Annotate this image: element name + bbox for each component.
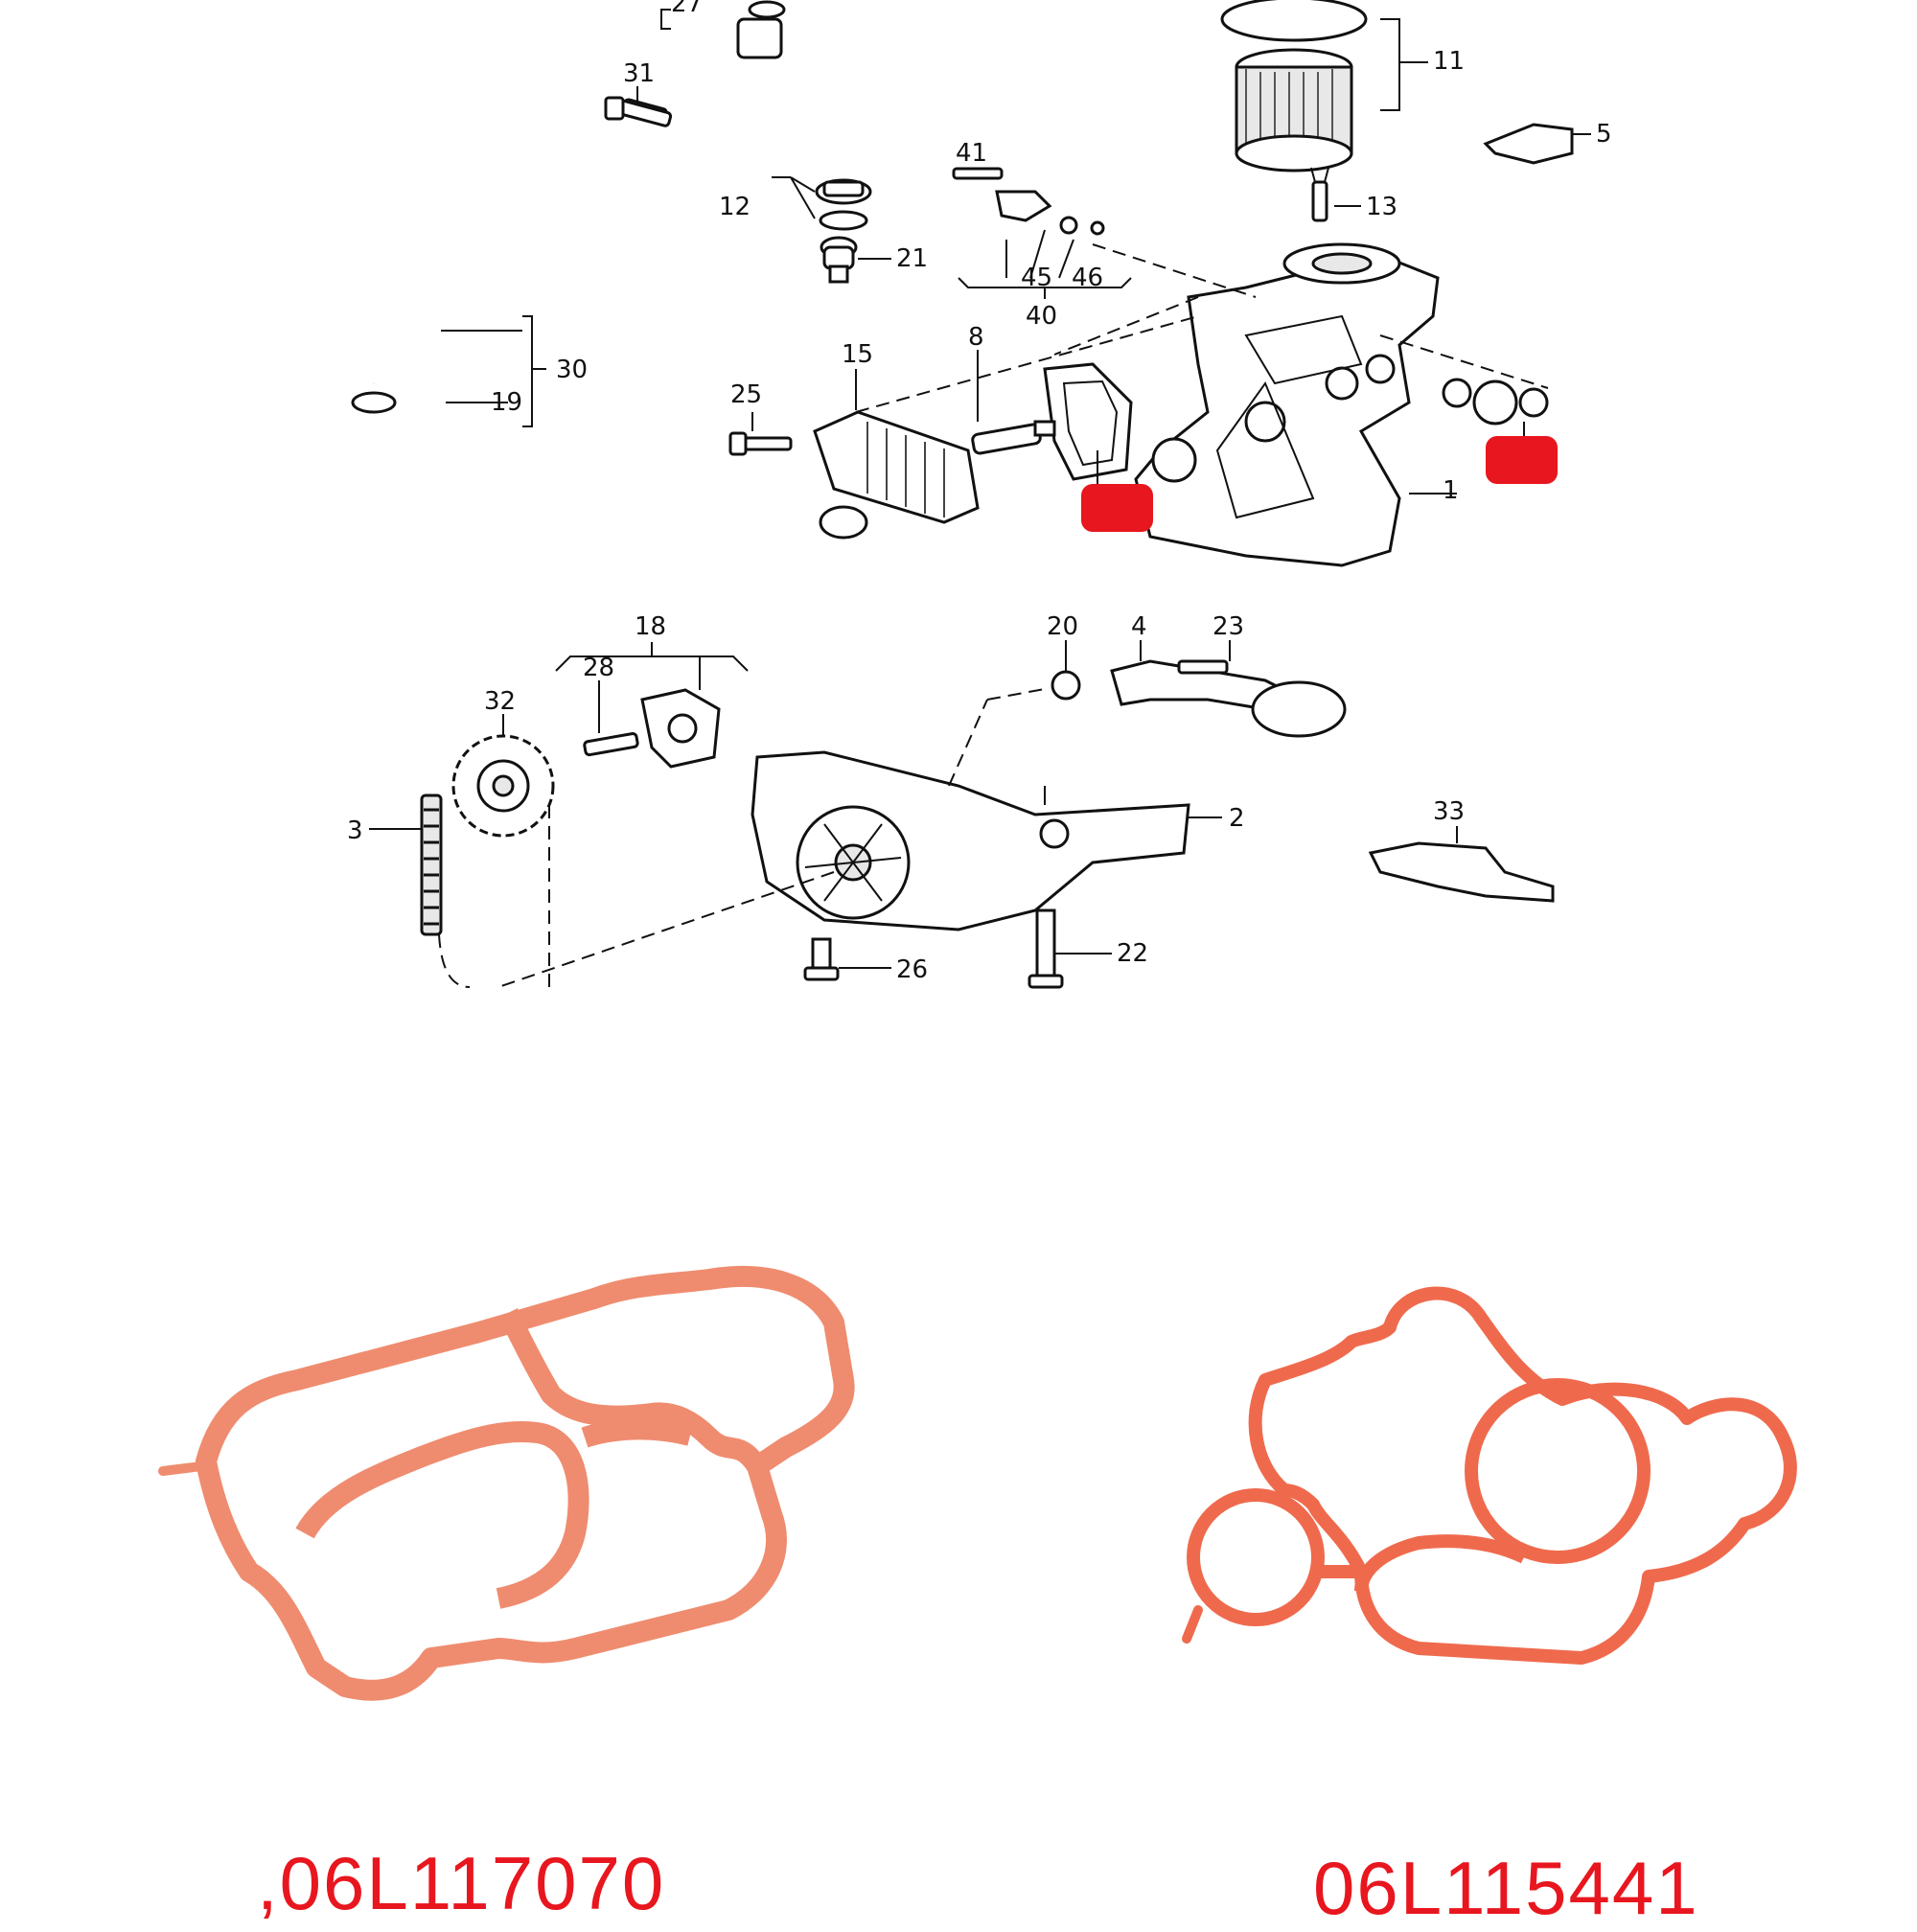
callout-20: 20 [1047,612,1078,641]
callout-22: 22 [1117,939,1148,968]
callout-26: 26 [896,955,928,984]
valve-8 [971,420,1056,455]
gasket-photo-left [158,1266,855,1701]
cap-12 [815,178,872,231]
callout-8: 8 [968,323,984,352]
diagram-gasket-right [1442,378,1549,426]
callout-18: 18 [635,612,666,641]
chain-3 [420,794,443,936]
callout-21: 21 [896,244,928,273]
callout-41: 41 [956,139,987,168]
highlight-marker-left [1081,484,1153,532]
callout-33: 33 [1433,797,1465,826]
callout-25: 25 [730,380,762,409]
callout-28: 28 [583,654,614,682]
bolt-31 [604,96,673,127]
callout-23: 23 [1213,612,1244,641]
bolt-23 [1177,659,1229,675]
callout-19: 19 [491,388,522,417]
callout-15: 15 [842,340,873,369]
oil-filter-11 [1220,0,1368,172]
callout-4: 4 [1131,612,1147,641]
callout-5: 5 [1596,120,1612,149]
callout-46: 46 [1072,264,1103,292]
callout-13: 13 [1366,193,1397,221]
callout-11: 11 [1433,47,1465,76]
oil-pump-2 [751,750,1190,932]
seal-20 [1051,670,1081,701]
bolt-25 [728,431,793,456]
sensor-41 [952,167,1105,236]
callout-3: 3 [347,816,363,845]
o-ring-19 [351,391,397,414]
bolt-28 [583,732,639,757]
callout-12: 12 [719,193,751,221]
callout-2: 2 [1229,804,1245,833]
callout-27: 27 [671,0,703,18]
callout-31: 31 [623,59,655,88]
part-number-left: ,06L117070 [257,1841,666,1925]
part-number-right: 06L115441 [1313,1846,1699,1930]
bolt-26 [803,937,840,981]
gasket-photo-right [1182,1286,1797,1665]
highlight-marker-right [1486,436,1558,484]
callout-labels: 27 31 12 21 41 45 46 40 11 13 5 30 19 25… [347,0,1612,984]
bolt-22 [1028,908,1064,989]
callout-30: 30 [556,356,588,384]
sensor-13 [1310,167,1329,222]
plug-21 [820,236,858,284]
callout-1: 1 [1443,476,1459,505]
sprocket-32 [451,734,555,838]
pickup-pipe-4 [1110,659,1347,738]
bracket-5 [1483,123,1574,165]
callout-32: 32 [484,687,516,716]
oil-cooler-15 [813,410,980,540]
bracket-33 [1368,841,1555,903]
callout-40: 40 [1026,302,1057,331]
diagram-gasket-left [1043,362,1133,481]
housing-1 [1134,242,1440,567]
tensioner-18 [640,688,721,769]
callout-45: 45 [1021,264,1052,292]
